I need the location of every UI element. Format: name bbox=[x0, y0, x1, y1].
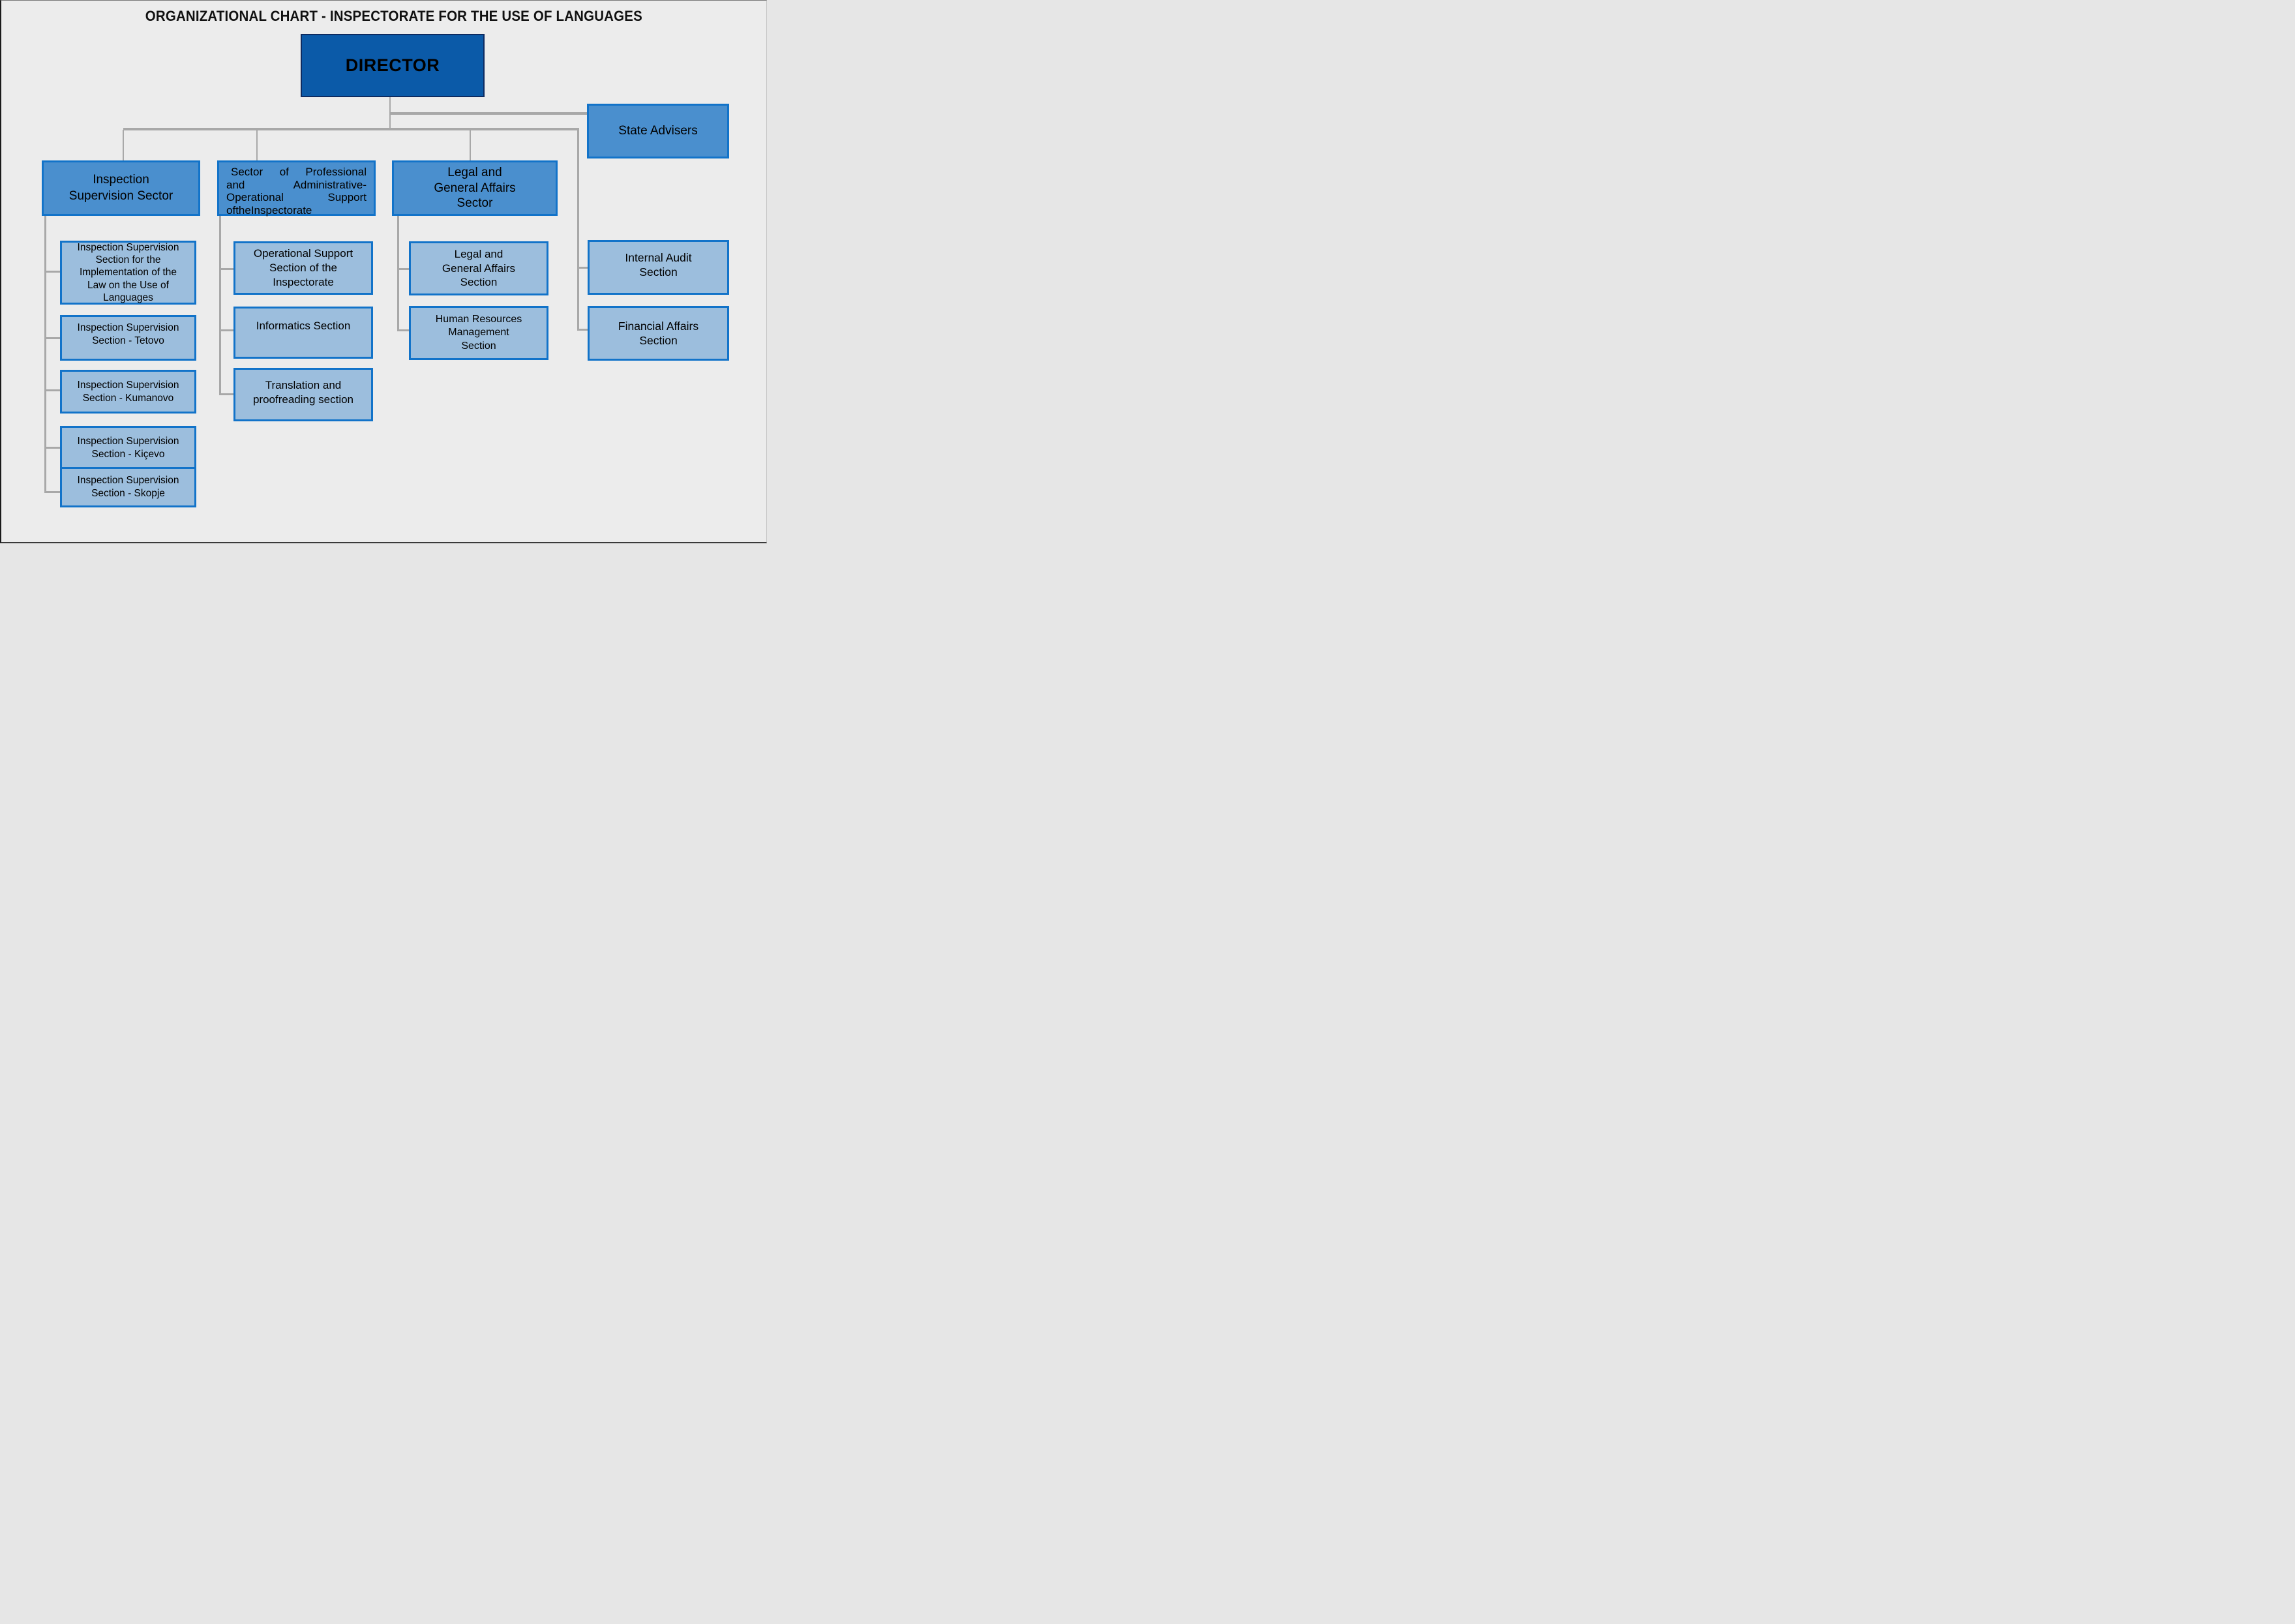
section-translation-proofreading: Translation and proofreading section bbox=[233, 368, 373, 421]
section-tetovo: Inspection Supervision Section - Tetovo bbox=[60, 315, 196, 361]
connector-stub-translation bbox=[219, 393, 233, 395]
section-skopje: Inspection Supervision Section - Skopje bbox=[60, 467, 196, 507]
sector-legal-general-affairs-box: Legal and General Affairs Sector bbox=[392, 160, 558, 216]
section-internal-audit: Internal Audit Section bbox=[588, 240, 729, 295]
section-implementation-law-languages: Inspection Supervision Section for the I… bbox=[60, 241, 196, 305]
connector-state-advisers-horizontal bbox=[390, 112, 587, 115]
connector-stub-internal-audit bbox=[577, 267, 588, 269]
connector-trunk-support bbox=[219, 216, 221, 395]
connector-stub-financial-affairs bbox=[577, 329, 588, 331]
connector-drop-support bbox=[256, 130, 258, 160]
connector-stub-skopje bbox=[44, 491, 60, 493]
section-legal-general-affairs: Legal and General Affairs Section bbox=[409, 241, 548, 295]
connector-stub-tetovo bbox=[44, 337, 60, 339]
connector-stub-implementation bbox=[44, 271, 60, 273]
connector-stub-legal-section bbox=[397, 268, 409, 270]
connector-trunk-independent bbox=[577, 130, 579, 331]
connector-main-horizontal bbox=[123, 128, 579, 130]
section-financial-affairs: Financial Affairs Section bbox=[588, 306, 729, 361]
connector-stub-kumanovo bbox=[44, 389, 60, 391]
state-advisers-box: State Advisers bbox=[587, 104, 729, 158]
section-operational-support: Operational Support Section of the Inspe… bbox=[233, 241, 373, 295]
sector-inspection-supervision-box: Inspection Supervision Sector bbox=[42, 160, 200, 216]
connector-drop-inspection bbox=[123, 130, 124, 160]
connector-stub-operational bbox=[219, 268, 233, 270]
org-chart-canvas: ORGANIZATIONAL CHART - INSPECTORATE FOR … bbox=[0, 0, 767, 543]
connector-stub-hr-section bbox=[397, 329, 409, 331]
connector-trunk-inspection bbox=[44, 216, 46, 493]
director-box: DIRECTOR bbox=[301, 34, 485, 97]
section-informatics: Informatics Section bbox=[233, 307, 373, 359]
section-kicevo: Inspection Supervision Section - Kiçevo bbox=[60, 426, 196, 470]
connector-stub-kicevo bbox=[44, 447, 60, 449]
section-kumanovo: Inspection Supervision Section - Kumanov… bbox=[60, 370, 196, 414]
section-human-resources: Human Resources Management Section bbox=[409, 306, 548, 360]
connector-drop-legal bbox=[470, 130, 471, 160]
chart-title: ORGANIZATIONAL CHART - INSPECTORATE FOR … bbox=[145, 8, 642, 24]
connector-trunk-legal bbox=[397, 216, 399, 331]
connector-stub-informatics bbox=[219, 329, 233, 331]
